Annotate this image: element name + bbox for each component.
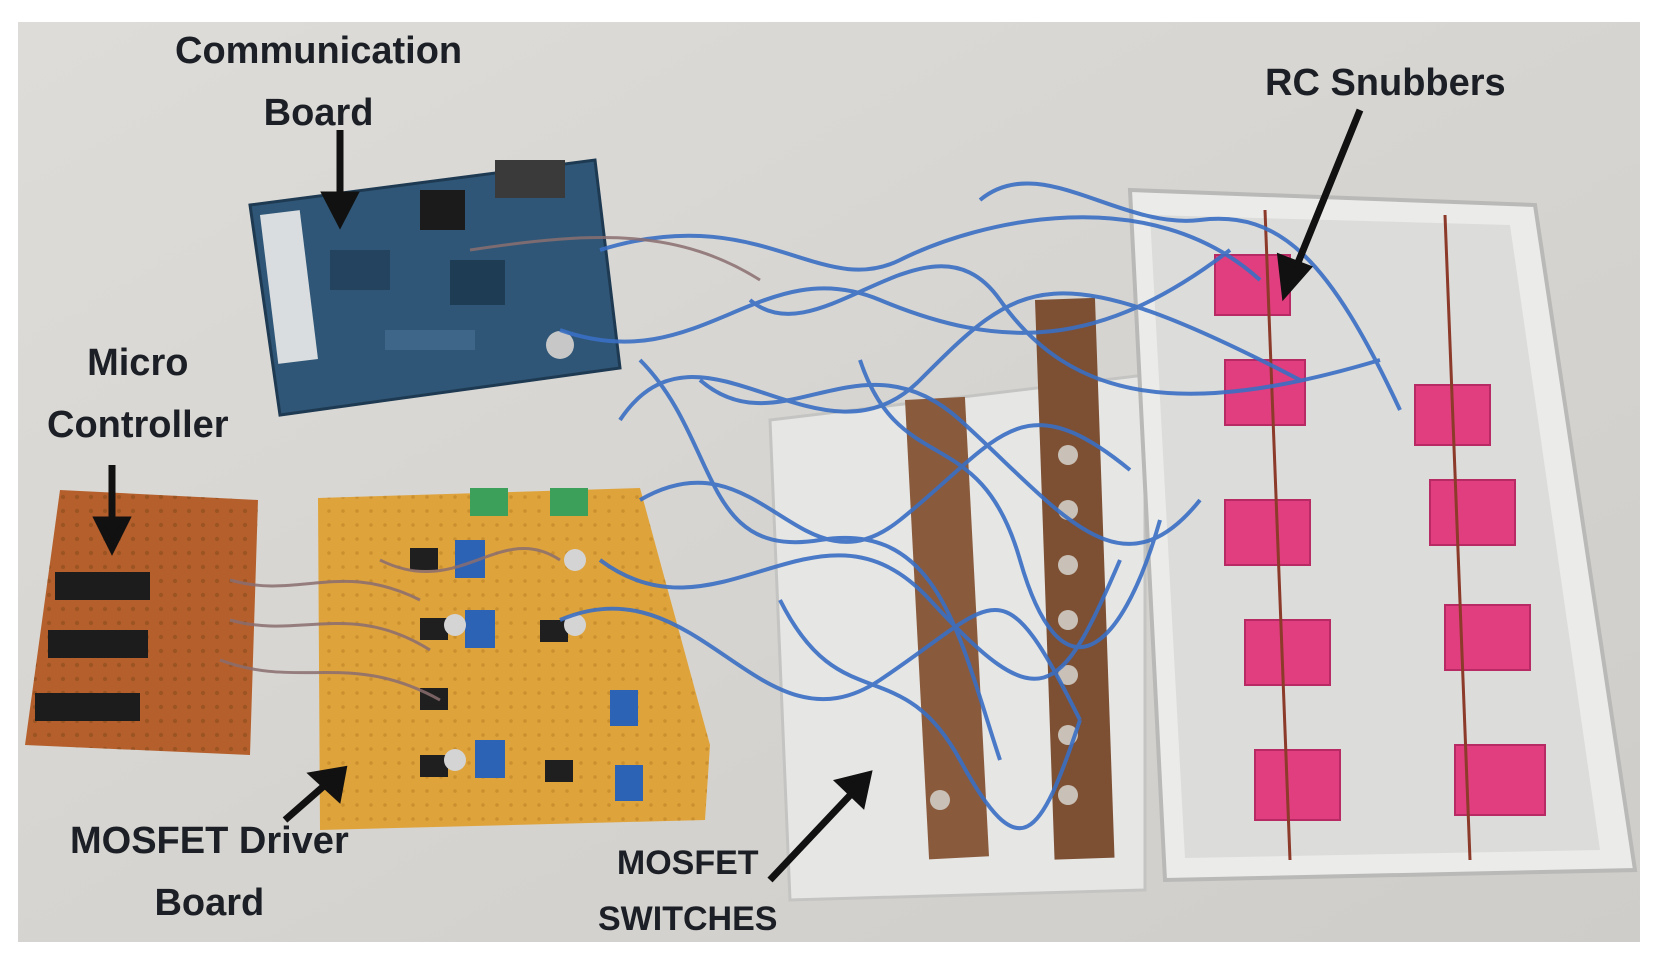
micro-controller-board: [25, 490, 258, 755]
wire-harness: [559, 181, 1402, 831]
label-communication-board-line1: Communication: [175, 30, 463, 72]
label-micro-controller-line2: Controller: [47, 404, 229, 446]
label-communication-board-line2: Board: [263, 92, 374, 134]
label-communication-board: Communication Board: [175, 20, 462, 144]
mosfet-driver-board: [318, 488, 710, 830]
annotation-arrows: [92, 108, 1364, 883]
label-mosfet-driver-board-line1: MOSFET Driver: [70, 820, 349, 862]
label-mosfet-driver-board: MOSFET Driver Board: [70, 810, 349, 934]
wire-harness-brown: [219, 236, 761, 702]
rc-snubbers-enclosure: [1127, 187, 1638, 883]
label-rc-snubbers: RC Snubbers: [1265, 52, 1506, 114]
label-mosfet-switches: MOSFET SWITCHES: [598, 835, 777, 947]
communication-board: [248, 158, 622, 417]
label-micro-controller: Micro Controller: [47, 332, 229, 456]
label-rc-snubbers-line1: RC Snubbers: [1265, 62, 1506, 104]
label-micro-controller-line1: Micro: [87, 342, 189, 384]
label-mosfet-driver-board-line2: Board: [154, 882, 265, 924]
label-mosfet-switches-line1: MOSFET: [616, 844, 759, 882]
label-mosfet-switches-line2: SWITCHES: [598, 900, 778, 938]
